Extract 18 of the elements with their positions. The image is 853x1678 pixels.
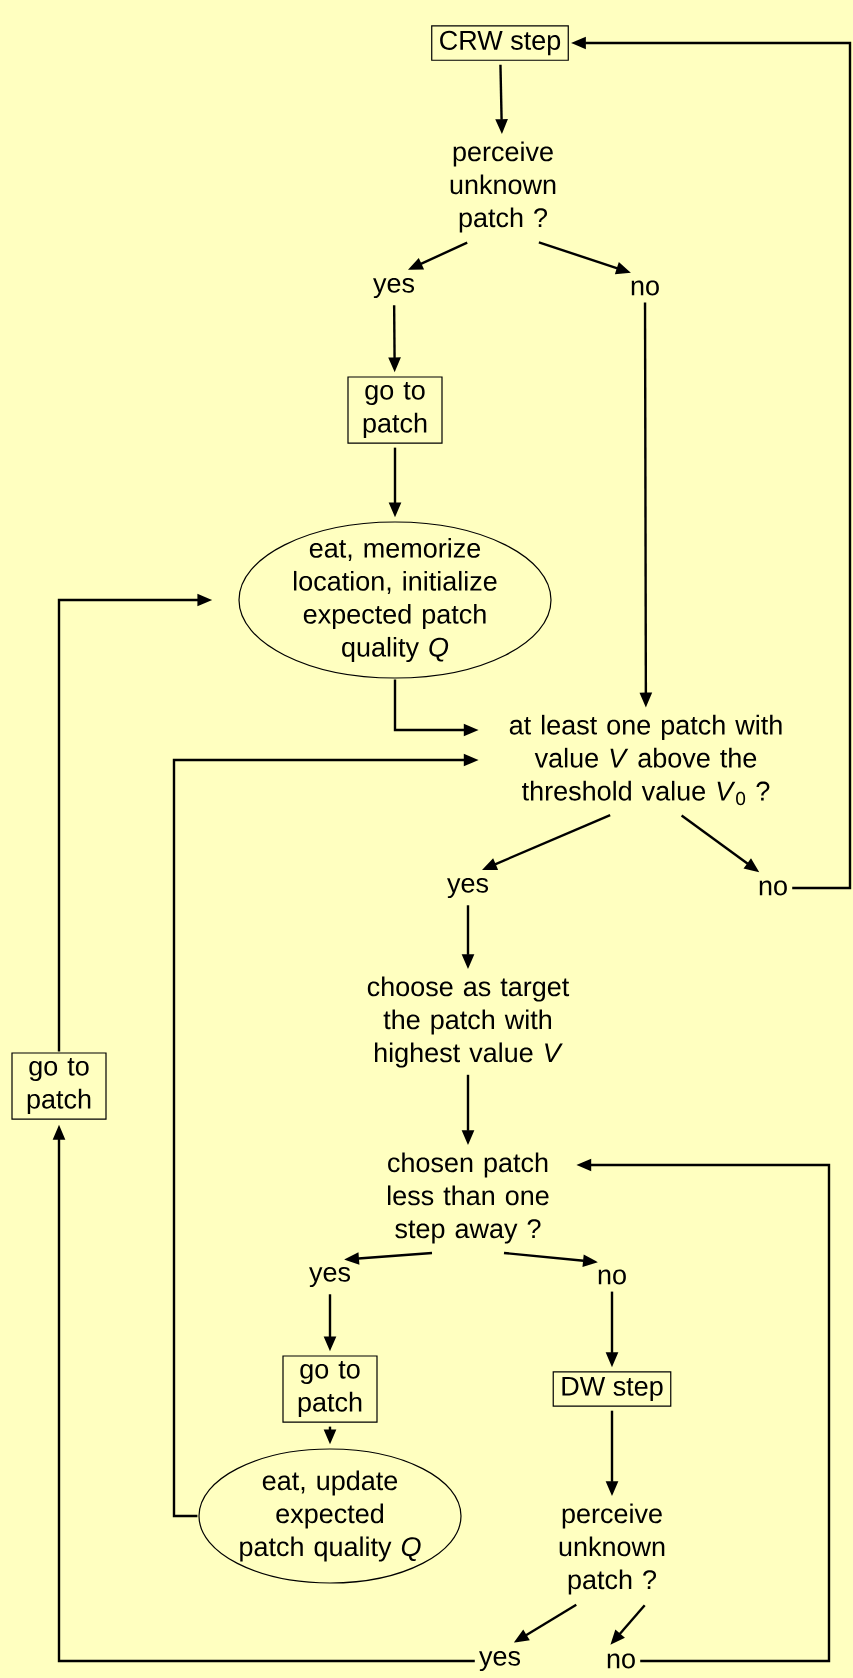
answer-label: no: [759, 880, 787, 896]
answer-label: yes: [309, 1266, 351, 1288]
process-box: CRW step: [431, 25, 569, 61]
question-text: chosen patch less than one step away ?: [388, 1152, 549, 1244]
answer-label: yes: [373, 277, 415, 299]
answer-label: yes: [479, 1650, 521, 1672]
process-box: go to patch: [347, 376, 443, 444]
answer-label: no: [631, 280, 659, 296]
question-text: perceive unknown patch ?: [559, 1503, 665, 1595]
question-text: choose as target the patch with highest value V: [367, 976, 570, 1068]
process-box: go to patch: [282, 1355, 378, 1423]
question-text: at least one patch with value V above the threshold value V$_{0}$ ?: [509, 714, 782, 806]
answer-label: no: [607, 1653, 635, 1669]
answer-label: no: [598, 1269, 626, 1285]
process-box: DW step: [552, 1371, 672, 1407]
answer-label: yes: [447, 877, 489, 899]
question-text: perceive unknown patch ?: [450, 141, 556, 233]
process-box: go to patch: [11, 1052, 107, 1120]
